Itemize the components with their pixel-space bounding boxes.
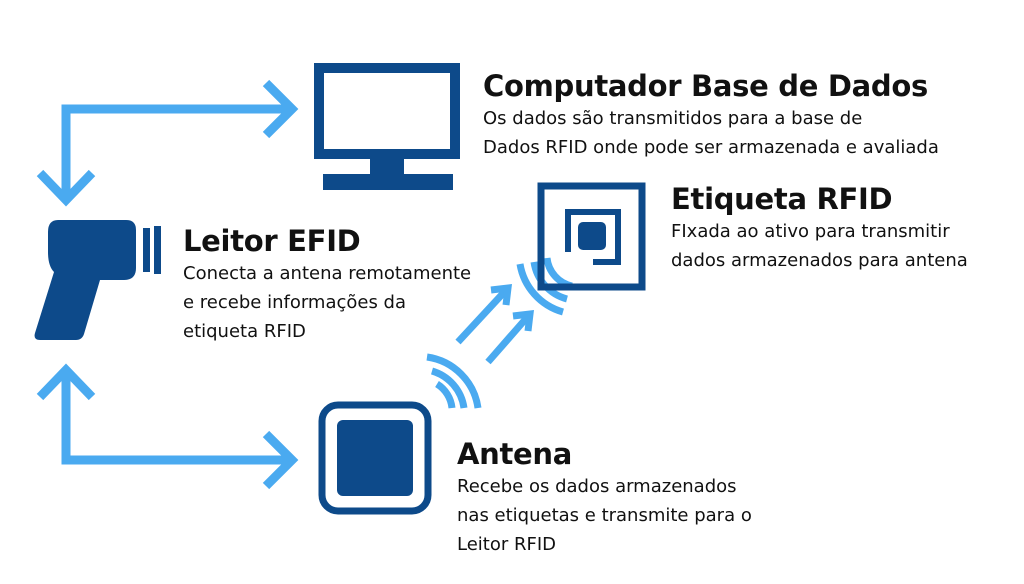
computer-desc-line-1: Os dados são transmitidos para a base de: [483, 108, 863, 129]
scanner-gun-icon: [34, 220, 161, 340]
monitor-icon: [314, 63, 460, 190]
tag-block: Etiqueta RFID FIxada ao ativo para trans…: [671, 181, 968, 275]
reader-block: Leitor EFID Conecta a antena remotamente…: [183, 223, 471, 346]
arrow-reader-computer: [36, 79, 299, 207]
computer-title: Computador Base de Dados: [483, 69, 928, 103]
rfid-tag-icon: [537, 182, 646, 291]
antenna-desc-line-3: Leitor RFID: [457, 534, 557, 555]
antenna-desc-line-1: Recebe os dados armazenados: [457, 476, 737, 497]
antenna-title: Antena: [457, 437, 573, 471]
antenna-desc-line-2: nas etiquetas e transmite para o: [457, 505, 752, 526]
reader-desc-line-2: e recebe informações da: [183, 292, 407, 313]
tag-title: Etiqueta RFID: [671, 182, 893, 216]
tag-desc-line-2: dados armazenados para antena: [671, 250, 968, 271]
reader-title: Leitor EFID: [183, 224, 361, 258]
antenna-chip-icon: [318, 401, 432, 515]
computer-desc-line-2: Dados RFID onde pode ser armazenada e av…: [483, 137, 939, 158]
tag-desc-line-1: FIxada ao ativo para transmitir: [671, 221, 950, 242]
reader-desc-line-3: etiqueta RFID: [183, 321, 306, 342]
flow-arrows: [36, 79, 534, 490]
radio-waves: [426, 257, 573, 409]
reader-desc-line-1: Conecta a antena remotamente: [183, 263, 472, 284]
arrow-antenna-tag: [455, 284, 534, 365]
arrow-reader-antenna: [36, 363, 299, 490]
computer-block: Computador Base de Dados Os dados são tr…: [483, 68, 939, 162]
antenna-waves: [426, 353, 482, 409]
antenna-block: Antena Recebe os dados armazenados nas e…: [457, 436, 752, 559]
